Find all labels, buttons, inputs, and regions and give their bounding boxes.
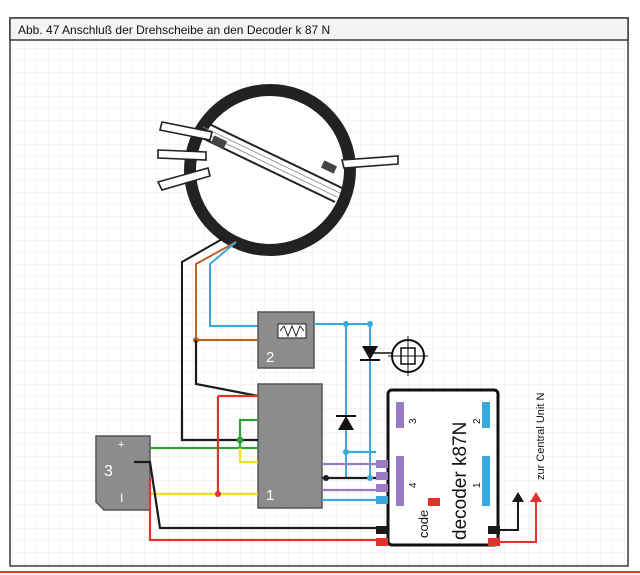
resistor-zigzag <box>279 324 305 338</box>
decoder-k87n: code decoder k87N 3 2 4 1 <box>376 388 500 547</box>
component-box-two: 2 <box>257 311 315 369</box>
wires <box>134 321 376 542</box>
figure-caption: Abb. 47 Anschluß der Drehscheibe an den … <box>18 23 330 37</box>
decoder-bottom-terminals <box>376 526 500 546</box>
box-one-label: 1 <box>266 487 274 504</box>
diode-lower <box>338 416 354 430</box>
central-unit-arrows: zur Central Unit N <box>500 393 547 543</box>
component-box-one: 1 <box>257 383 323 509</box>
decoder-code-label: code <box>416 510 431 538</box>
connector-block: + 3 I <box>95 435 151 511</box>
connector-number-label: 3 <box>104 463 113 480</box>
central-unit-label: zur Central Unit N <box>535 393 547 480</box>
diode-network <box>314 323 428 478</box>
caption-bar <box>9 17 629 41</box>
decoder-port-2-label: 2 <box>472 418 483 424</box>
decoder-port-4-label: 4 <box>408 482 419 488</box>
box-two-label: 2 <box>266 349 274 366</box>
connector-plus-label: + <box>118 439 124 451</box>
approach-tracks <box>156 121 399 191</box>
decoder-left-terminals <box>376 460 388 504</box>
code-switch <box>428 498 440 506</box>
decoder-name-label: decoder k87N <box>450 422 471 540</box>
connector-minus-label: I <box>120 491 123 505</box>
turntable <box>156 84 399 410</box>
turntable-bridge <box>197 121 343 203</box>
decoder-port-3-label: 3 <box>408 418 419 424</box>
decoder-port-1-label: 1 <box>472 482 483 488</box>
